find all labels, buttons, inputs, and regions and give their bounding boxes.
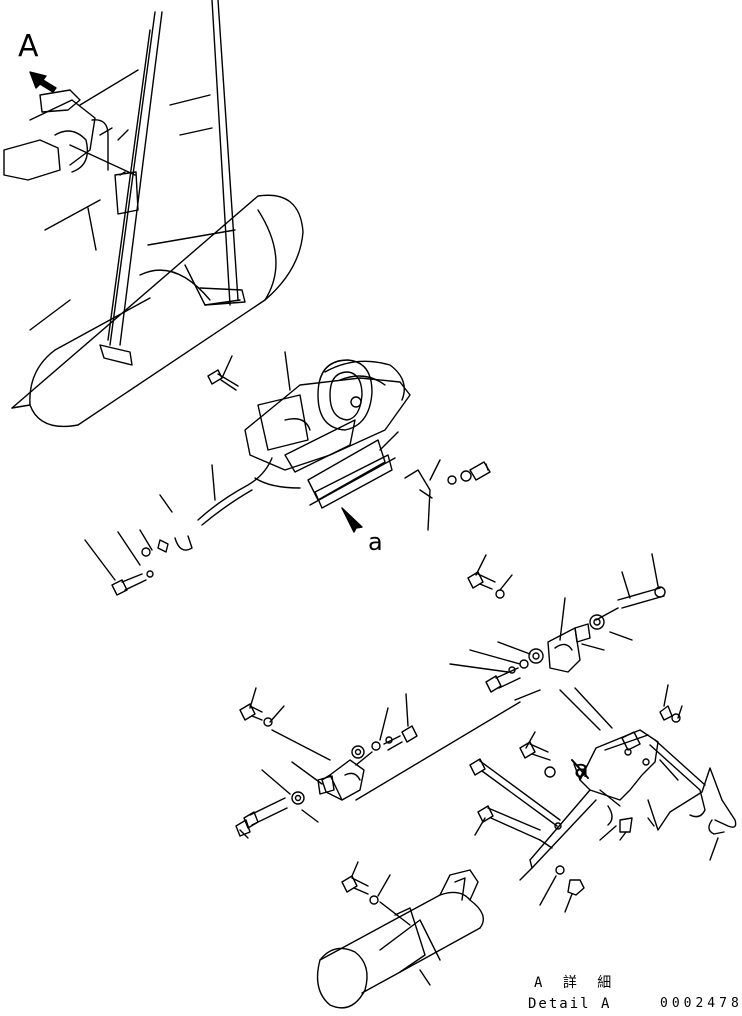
detail-a-assembly: [236, 554, 736, 1008]
part-arrow-icon: [342, 508, 362, 532]
callout-a-label: a: [368, 528, 383, 556]
view-letter-label: A: [18, 29, 39, 64]
detail-title-en: Detail A: [528, 996, 612, 1012]
machine-overview: [4, 0, 490, 595]
callout-a-label: a: [574, 755, 589, 783]
drawing-number: 00024781: [660, 996, 742, 1011]
detail-title-jp: A 詳 細: [534, 975, 618, 991]
view-arrow-icon: [30, 72, 56, 92]
